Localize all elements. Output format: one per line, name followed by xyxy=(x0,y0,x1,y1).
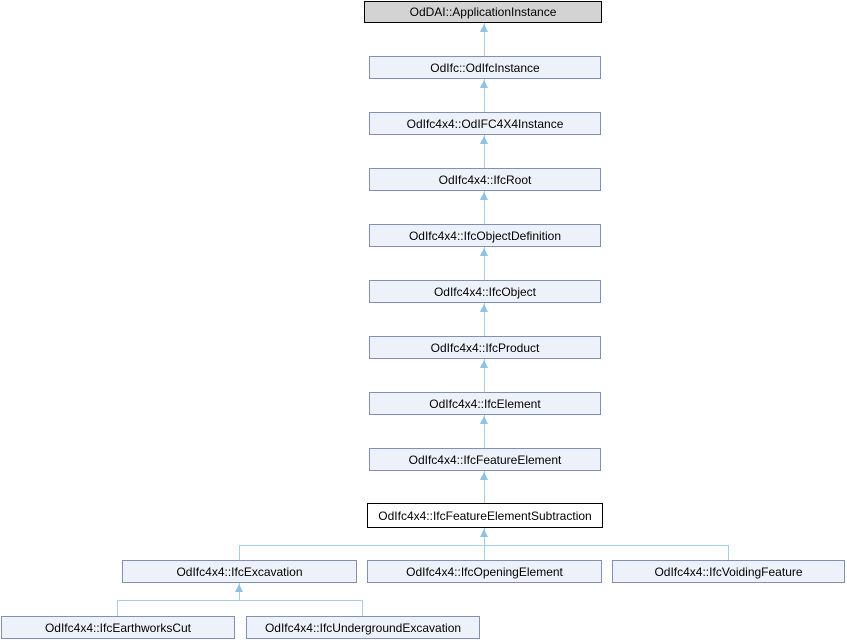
class-node-oddai-application-instance: OdDAI::ApplicationInstance xyxy=(364,1,602,23)
edge-segment xyxy=(484,471,485,503)
arrowhead-up-icon xyxy=(480,472,488,480)
arrowhead-up-icon xyxy=(235,584,243,592)
arrowhead-up-icon xyxy=(480,248,488,256)
class-node-odifc4x4-ifcvoidingfeature[interactable]: OdIfc4x4::IfcVoidingFeature xyxy=(612,560,845,583)
edge-segment xyxy=(484,79,485,112)
edge-segment xyxy=(484,528,485,546)
class-node-odifc4x4-ifcelement[interactable]: OdIfc4x4::IfcElement xyxy=(369,392,601,415)
edge-segment xyxy=(484,415,485,448)
class-node-odifc4x4-ifcundergroundexcavation[interactable]: OdIfc4x4::IfcUndergroundExcavation xyxy=(246,616,480,639)
edge-segment xyxy=(484,545,485,560)
class-node-odifc4x4-ifcobject[interactable]: OdIfc4x4::IfcObject xyxy=(369,280,601,303)
class-node-odifc4x4-odifc4x4instance[interactable]: OdIfc4x4::OdIFC4X4Instance xyxy=(369,112,601,135)
arrowhead-up-icon xyxy=(480,416,488,424)
class-node-odifc4x4-ifcexcavation[interactable]: OdIfc4x4::IfcExcavation xyxy=(122,560,357,583)
arrowhead-up-icon xyxy=(480,360,488,368)
edge-segment xyxy=(484,359,485,392)
edge-segment xyxy=(484,191,485,224)
edge-segment xyxy=(362,600,363,616)
class-node-odifc4x4-ifcroot[interactable]: OdIfc4x4::IfcRoot xyxy=(369,168,601,191)
edge-segment xyxy=(484,247,485,280)
arrowhead-up-icon xyxy=(480,529,488,537)
arrowhead-up-icon xyxy=(480,80,488,88)
edge-segment xyxy=(117,600,118,616)
class-node-odifc4x4-ifcfeatureelement[interactable]: OdIfc4x4::IfcFeatureElement xyxy=(369,448,601,471)
class-node-odifc4x4-ifcfeatureelementsubtraction: OdIfc4x4::IfcFeatureElementSubtraction xyxy=(367,503,603,528)
arrowhead-up-icon xyxy=(480,192,488,200)
class-node-odifc-odifcinstance[interactable]: OdIfc::OdIfcInstance xyxy=(369,56,601,79)
edge-rail xyxy=(117,600,363,601)
class-node-odifc4x4-ifcopeningelement[interactable]: OdIfc4x4::IfcOpeningElement xyxy=(367,560,602,583)
class-node-odifc4x4-ifcearthworkscut[interactable]: OdIfc4x4::IfcEarthworksCut xyxy=(1,616,235,639)
class-node-odifc4x4-ifcproduct[interactable]: OdIfc4x4::IfcProduct xyxy=(369,336,601,359)
edge-segment xyxy=(728,545,729,560)
arrowhead-up-icon xyxy=(480,136,488,144)
edge-segment xyxy=(239,545,240,560)
edge-segment xyxy=(484,303,485,336)
edge-segment xyxy=(239,583,240,601)
edge-segment xyxy=(484,23,485,56)
edge-segment xyxy=(484,135,485,168)
arrowhead-up-icon xyxy=(480,304,488,312)
arrowhead-up-icon xyxy=(480,24,488,32)
class-node-odifc4x4-ifcobjectdefinition[interactable]: OdIfc4x4::IfcObjectDefinition xyxy=(369,224,601,247)
